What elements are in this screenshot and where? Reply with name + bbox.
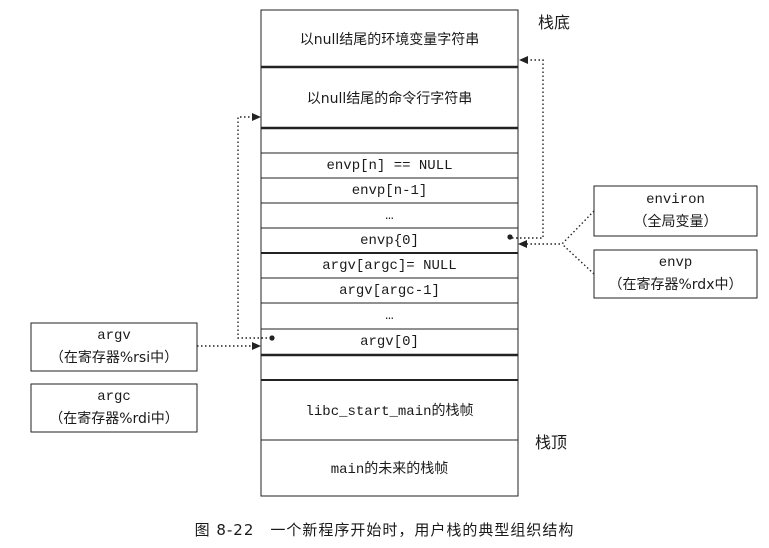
- main-frame-label: main的未来的栈帧: [330, 462, 449, 478]
- envp-name: envp: [658, 255, 693, 271]
- libc-frame-label: libc_start_main的栈帧: [305, 404, 474, 420]
- argv-name: argv: [97, 328, 131, 344]
- argv-desc: （在寄存器%rsi中）: [49, 350, 179, 366]
- environ-callout: environ （全局变量）: [594, 186, 757, 236]
- envp-n1-cell: envp[n-1]: [351, 182, 428, 199]
- argv-argc1-cell: argv[argc-1]: [339, 282, 440, 299]
- argc-callout: argc （在寄存器%rdi中）: [31, 384, 197, 432]
- envp-ellipsis-cell: …: [385, 207, 394, 224]
- argv-0-cell: argv[0]: [360, 334, 419, 350]
- figure-caption: 图 8-22 一个新程序开始时，用户栈的典型组织结构: [194, 521, 575, 539]
- argv-argc-cell: argv[argc]= NULL: [322, 257, 457, 274]
- cmd-strings-block: 以null结尾的命令行字符串: [306, 90, 473, 107]
- libc-start-main-frame: libc_start_main的栈帧: [261, 380, 518, 440]
- argv-callout: argv （在寄存器%rsi中）: [31, 323, 197, 371]
- envp-desc: （在寄存器%rdx中）: [608, 277, 743, 293]
- stack-bottom-label: 栈底: [538, 13, 571, 32]
- main-future-frame: main的未来的栈帧: [261, 440, 518, 496]
- argc-name: argc: [97, 389, 131, 405]
- envp-n-cell: envp[n] == NULL: [326, 157, 453, 174]
- environ-name: environ: [646, 192, 705, 208]
- argc-desc: （在寄存器%rdi中）: [49, 411, 179, 427]
- argv-ellipsis-cell: …: [385, 308, 394, 324]
- envp-callout: envp （在寄存器%rdx中）: [594, 250, 757, 298]
- environ-desc: （全局变量）: [633, 214, 718, 230]
- envp-0-cell: envp{0]: [360, 232, 419, 249]
- env-strings-block: 以null结尾的环境变量字符串: [299, 31, 480, 48]
- stack-top-label: 栈顶: [535, 433, 568, 452]
